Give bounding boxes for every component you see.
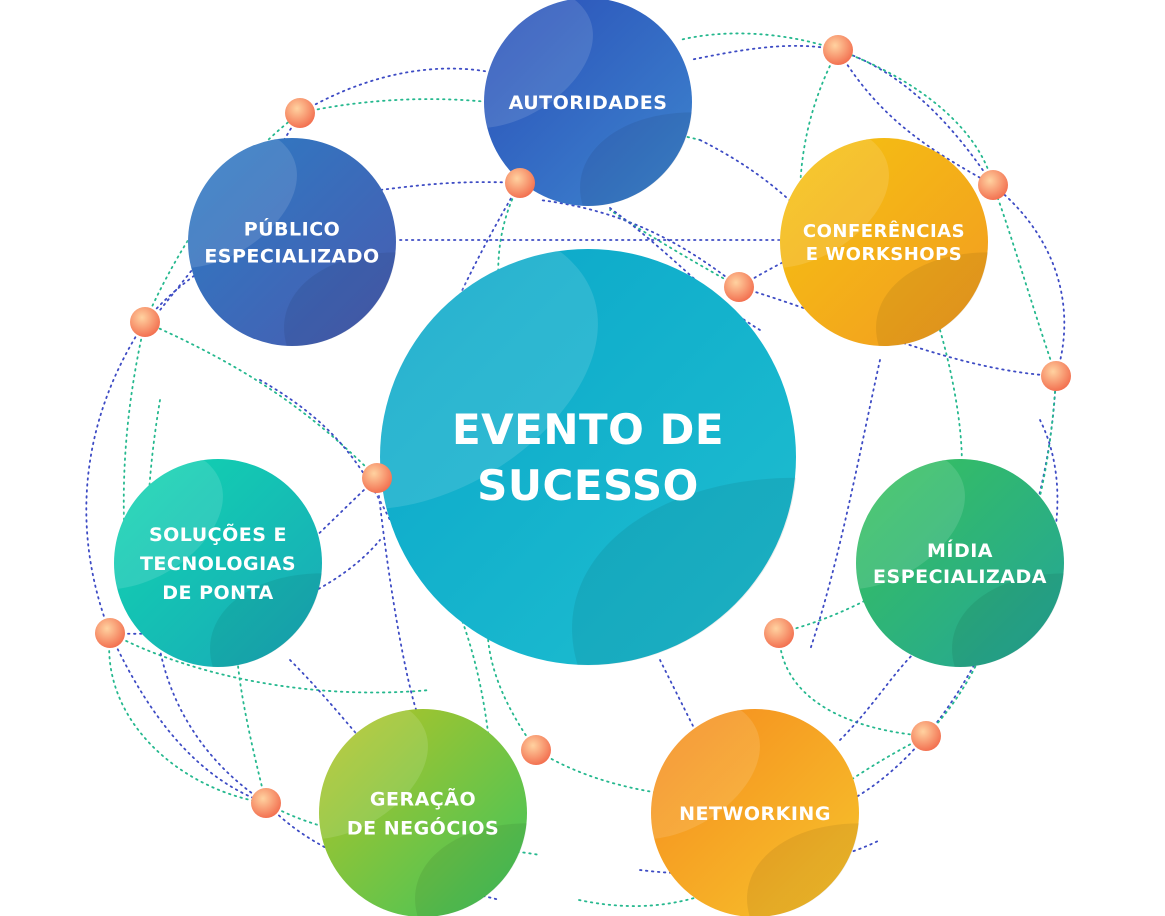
connection-curve <box>299 98 541 114</box>
bubble-circle <box>856 459 1064 667</box>
connection-curve <box>839 639 931 741</box>
connection-curve <box>144 321 378 479</box>
bubble-autoridades: AUTORIDADES <box>480 0 692 207</box>
bubble-solucoes-tecnologias: SOLUÇÕES E TECNOLOGIAS DE PONTA <box>110 459 322 668</box>
connection-curve <box>837 49 994 186</box>
connection-curve <box>939 329 963 481</box>
connector-orb <box>1041 361 1071 391</box>
bubble-circle <box>380 249 796 665</box>
solucoes-tecnologias-label-line: SOLUÇÕES E <box>149 522 287 546</box>
midia-especializada-label-line: ESPECIALIZADA <box>873 566 1047 588</box>
connection-curve <box>609 209 740 288</box>
bubble-networking: NETWORKING <box>647 709 859 916</box>
connection-curve <box>289 659 381 761</box>
bubble-publico-especializado: PÚBLICO ESPECIALIZADO <box>184 138 396 347</box>
connector-orb <box>362 463 392 493</box>
solucoes-tecnologias-label-line: TECNOLOGIAS <box>140 553 296 575</box>
connection-curve <box>778 632 927 737</box>
bubble-shade <box>415 823 527 916</box>
orbs-layer <box>95 35 1071 818</box>
autoridades-label-line: AUTORIDADES <box>509 92 668 114</box>
bubble-shade <box>952 573 1064 668</box>
connection-curve <box>535 749 761 801</box>
geracao-negocios-label-line: GERAÇÃO <box>370 786 476 810</box>
connection-curve <box>1019 419 1059 641</box>
bubbles-layer: EVENTO DE SUCESSO AUTORIDADES PÚBLICO ESPECI… <box>110 0 1064 916</box>
bubble-circle <box>319 709 527 916</box>
connection-curve <box>235 599 267 804</box>
bubble-geracao-negocios: GERAÇÃO DE NEGÓCIOS <box>315 709 527 916</box>
connection-curve <box>85 321 146 634</box>
bubble-shade <box>284 252 396 347</box>
publico-especializado-label-line: ESPECIALIZADO <box>204 245 379 267</box>
connector-orb <box>911 721 941 751</box>
connector-orb <box>505 168 535 198</box>
connector-orb <box>251 788 281 818</box>
bubble-shade <box>747 823 859 916</box>
bubble-shade <box>580 112 692 207</box>
evento-de-sucesso-label-line: SUCESSO <box>477 461 699 510</box>
connector-orb <box>764 618 794 648</box>
bubble-shade <box>876 252 988 347</box>
bubble-highlight <box>315 709 428 839</box>
bubble-circle <box>188 138 396 346</box>
evento-de-sucesso-label-line: EVENTO DE <box>452 405 724 454</box>
connection-curve <box>159 649 267 804</box>
bubble-evento-de-sucesso: EVENTO DE SUCESSO <box>373 249 796 666</box>
connection-curve <box>992 184 1066 377</box>
bubble-midia-especializada: MÍDIA ESPECIALIZADA <box>852 459 1064 668</box>
geracao-negocios-label-line: DE NEGÓCIOS <box>347 815 499 839</box>
bubble-circle <box>114 459 322 667</box>
bubble-shade <box>210 573 322 668</box>
bubble-shade <box>572 477 796 666</box>
conferencias-workshops-label-line: CONFERÊNCIAS <box>803 220 965 242</box>
connection-curve <box>299 67 521 114</box>
conferencias-workshops-label-line: E WORKSHOPS <box>806 244 963 265</box>
bubble-highlight <box>480 0 593 128</box>
connector-orb <box>978 170 1008 200</box>
bubble-highlight <box>647 709 760 839</box>
connection-curve <box>122 321 146 601</box>
connection-curve <box>376 477 421 721</box>
connection-curve <box>689 44 839 61</box>
connector-orb <box>285 98 315 128</box>
connection-curve <box>539 199 740 288</box>
bubble-circle <box>651 709 859 916</box>
connection-curve <box>809 359 881 651</box>
connection-curve <box>679 32 839 51</box>
bubble-highlight <box>373 249 598 509</box>
bubble-highlight <box>184 138 297 268</box>
connector-orb <box>130 307 160 337</box>
connector-orb <box>521 735 551 765</box>
connector-orb <box>823 35 853 65</box>
connection-curve <box>379 181 521 191</box>
connection-curve <box>837 49 994 186</box>
solucoes-tecnologias-label-line: DE PONTA <box>162 582 274 604</box>
midia-especializada-label-line: MÍDIA <box>927 539 993 562</box>
connection-curve <box>992 184 1057 377</box>
bubble-circle <box>780 138 988 346</box>
connection-curve <box>799 49 839 281</box>
bubble-highlight <box>852 459 965 589</box>
bubble-highlight <box>110 459 223 589</box>
publico-especializado-label-line: PÚBLICO <box>244 216 341 240</box>
connection-curve <box>109 632 267 804</box>
connection-curve <box>259 379 391 521</box>
bubble-highlight <box>776 138 889 268</box>
connector-orb <box>724 272 754 302</box>
connector-orb <box>95 618 125 648</box>
networking-label-line: NETWORKING <box>679 803 831 825</box>
connection-curve <box>659 659 701 741</box>
bubble-circle <box>484 0 692 206</box>
